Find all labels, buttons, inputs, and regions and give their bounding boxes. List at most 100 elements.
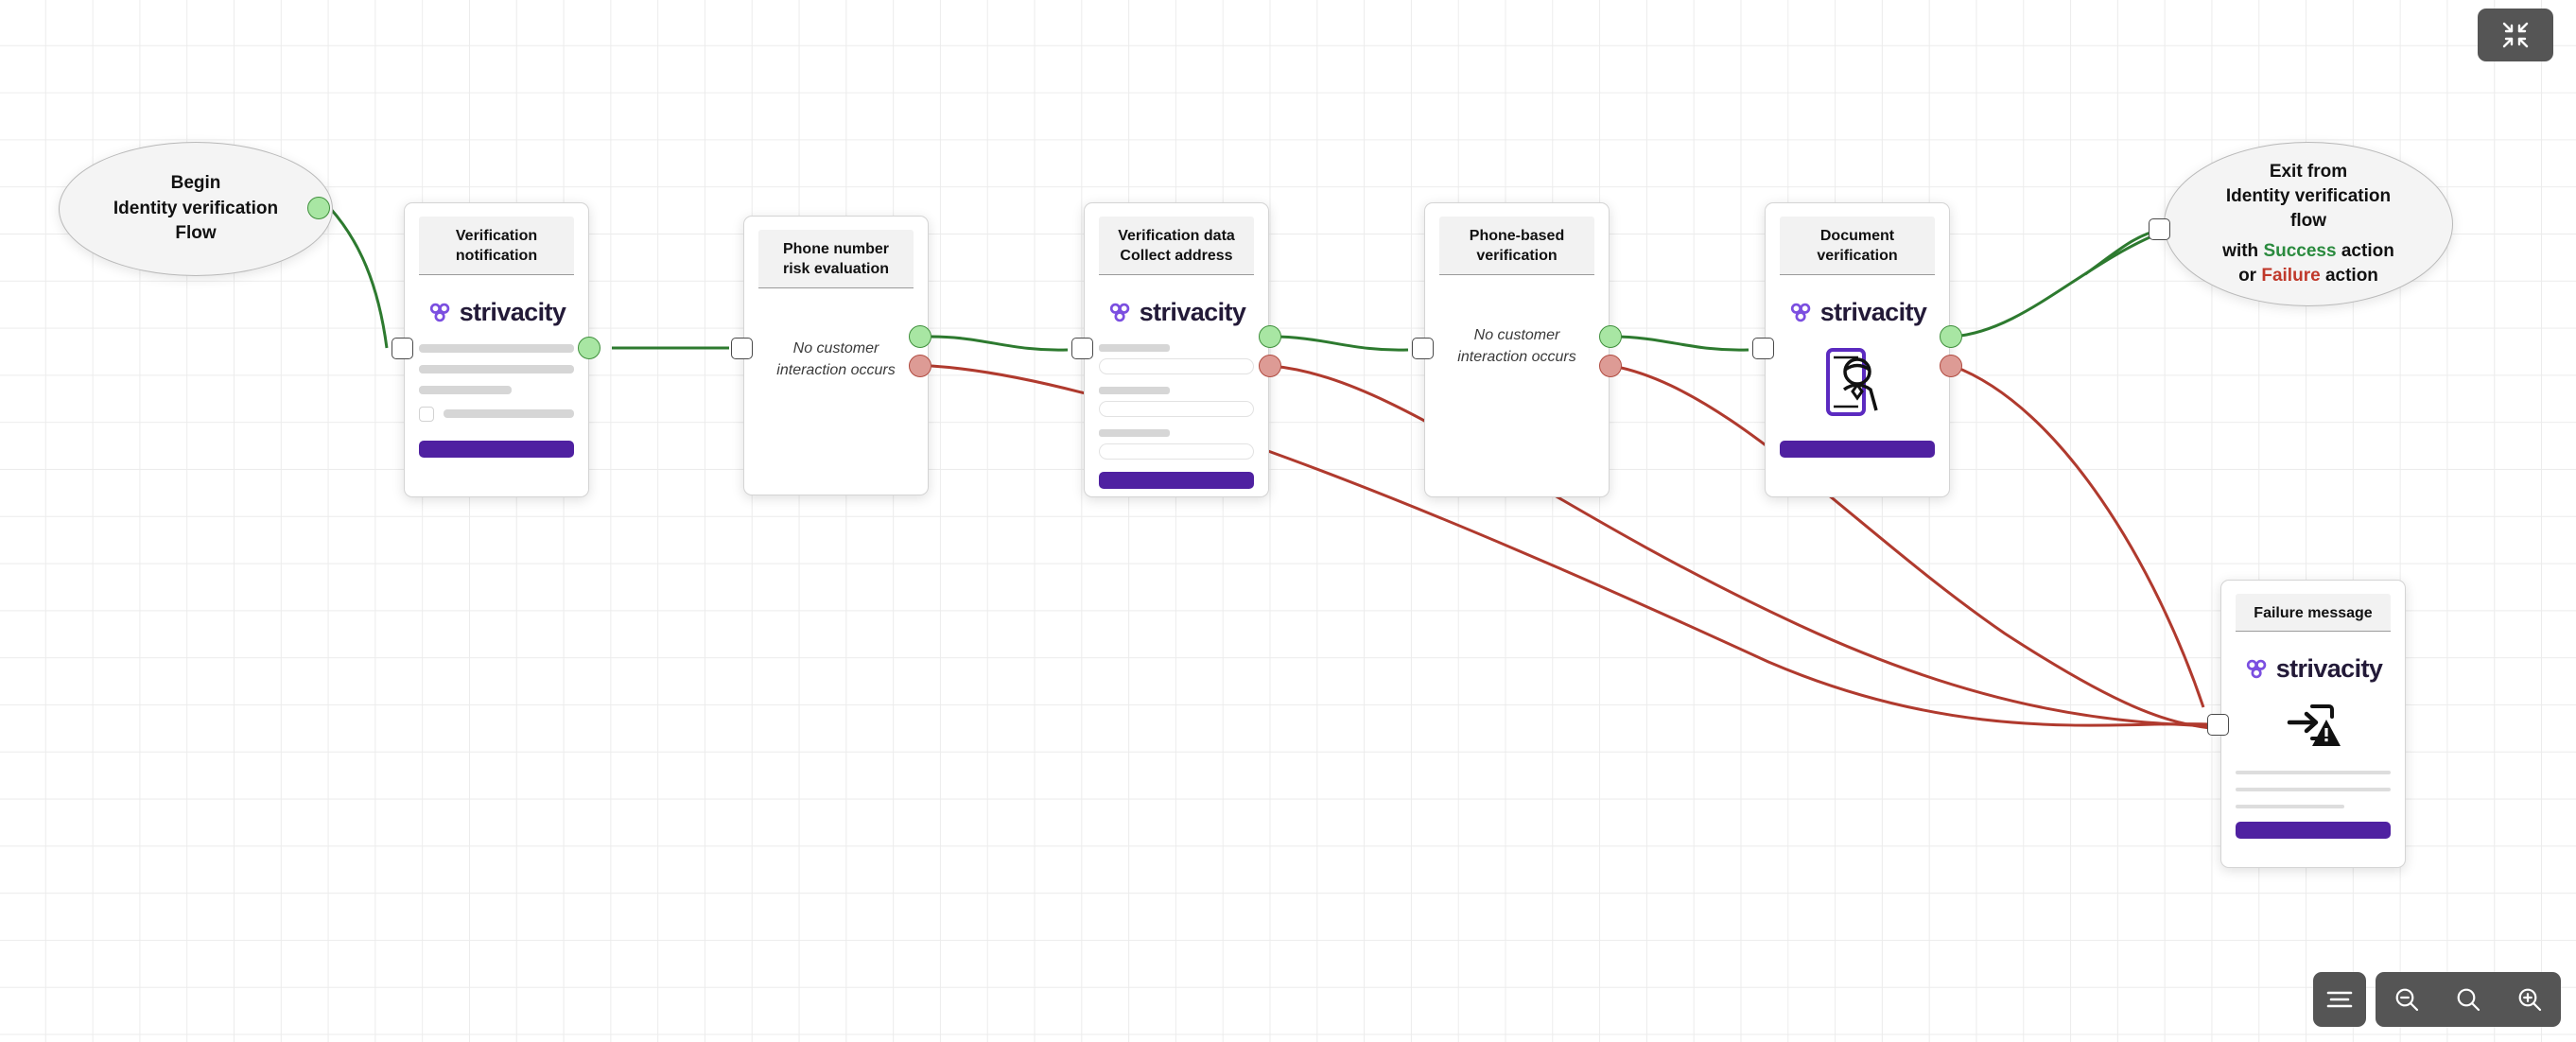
node-document-verification-title: Document verification xyxy=(1780,217,1935,275)
strivacity-logo-mark xyxy=(429,303,449,321)
strivacity-logo-text: strivacity xyxy=(2275,654,2383,684)
exit-node-success-action: with Success action xyxy=(2222,239,2394,264)
title-line-1: Phone number xyxy=(782,241,889,257)
strivacity-logo-mark xyxy=(1109,303,1129,321)
exit-node-line-1: Exit from xyxy=(2269,161,2348,182)
node-verification-data-collect-address-output-handle-success[interactable] xyxy=(1259,325,1281,348)
begin-node-line-2: Identity verification xyxy=(113,198,279,218)
exit-failure-label: Failure xyxy=(2261,266,2321,287)
begin-node-line-1: Begin xyxy=(170,172,221,193)
title-line-1: Verification data xyxy=(1118,228,1235,244)
node-verification-notification-output-handle-success[interactable] xyxy=(578,337,600,359)
node-phone-based-verification-output-handle-success[interactable] xyxy=(1599,325,1622,348)
primary-cta-button[interactable] xyxy=(2236,822,2391,840)
edge-begin-to-verification-notification xyxy=(328,207,389,349)
text-input-field[interactable] xyxy=(1099,443,1254,460)
node-verification-notification-input-handle[interactable] xyxy=(392,338,413,359)
primary-cta-button[interactable] xyxy=(1780,440,1935,458)
node-phone-number-risk-evaluation-output-handle-failure[interactable] xyxy=(909,355,931,377)
title-line-2: notification xyxy=(455,248,538,265)
skeleton-line xyxy=(2236,771,2391,775)
node-phone-number-risk-evaluation-title: Phone number risk evaluation xyxy=(758,230,914,288)
zoom-out-button[interactable] xyxy=(2376,972,2438,1027)
edge-verification-data-success-to-phone-based xyxy=(1271,335,1409,352)
fullscreen-toggle-button[interactable] xyxy=(2478,9,2553,61)
node-document-verification[interactable]: Document verification strivacity xyxy=(1765,202,1950,497)
exit-action-suffix: action xyxy=(2320,266,2378,287)
exit-node-failure-action: or Failure action xyxy=(2238,264,2378,288)
node-verification-notification[interactable]: Verification notification strivacity xyxy=(404,202,589,497)
node-phone-based-verification[interactable]: Phone-based verification No customer int… xyxy=(1424,202,1610,497)
skeleton-line xyxy=(419,343,574,353)
field-label xyxy=(1099,386,1171,394)
exit-node-input-handle[interactable] xyxy=(2149,218,2170,240)
node-failure-message-input-handle[interactable] xyxy=(2207,714,2229,736)
node-failure-message[interactable]: Failure message strivacity xyxy=(2220,580,2406,868)
node-failure-message-title: Failure message xyxy=(2236,594,2391,633)
node-document-verification-input-handle[interactable] xyxy=(1752,338,1774,359)
edge-phone-based-success-to-document-verification xyxy=(1611,335,1749,352)
node-verification-notification-body: strivacity xyxy=(419,275,574,458)
node-phone-number-risk-evaluation-input-handle[interactable] xyxy=(731,338,753,359)
note-line-1: No customer xyxy=(1473,326,1560,343)
edge-document-verification-success-to-exit xyxy=(1952,230,2164,339)
field-label xyxy=(1099,428,1171,437)
title-line-1: Phone-based xyxy=(1469,228,1565,244)
skeleton-line xyxy=(419,364,574,373)
strivacity-logo-text: strivacity xyxy=(1139,297,1246,326)
node-document-verification-body: strivacity xyxy=(1780,275,1935,458)
no-interaction-note: No customer interaction occurs xyxy=(1439,324,1594,368)
skeleton-line xyxy=(444,409,574,419)
zoom-in-icon xyxy=(2518,988,2542,1012)
exit-action-prefix: with xyxy=(2222,241,2264,262)
node-phone-based-verification-input-handle[interactable] xyxy=(1412,338,1434,359)
checkbox-row[interactable] xyxy=(419,406,574,422)
zoom-fit-button[interactable] xyxy=(2438,972,2499,1027)
edge-verification-data-failure-to-failure-message xyxy=(1271,364,2211,728)
exit-node-line-3: flow xyxy=(2290,210,2326,231)
zoom-in-button[interactable] xyxy=(2499,972,2561,1027)
exit-action-or: or xyxy=(2238,266,2262,287)
node-verification-data-collect-address-output-handle-failure[interactable] xyxy=(1259,355,1281,377)
node-verification-data-collect-address[interactable]: Verification data Collect address striva… xyxy=(1084,202,1269,497)
no-interaction-note: No customer interaction occurs xyxy=(758,338,914,381)
checkbox-icon[interactable] xyxy=(419,406,434,422)
node-document-verification-output-handle-failure[interactable] xyxy=(1940,355,1962,377)
node-phone-based-verification-output-handle-failure[interactable] xyxy=(1599,355,1622,377)
node-verification-data-collect-address-input-handle[interactable] xyxy=(1071,338,1093,359)
begin-node-line-3: Flow xyxy=(175,223,217,244)
primary-cta-button[interactable] xyxy=(419,440,574,458)
title-line-1: Verification xyxy=(455,228,538,244)
strivacity-logo-text: strivacity xyxy=(459,297,566,326)
zoom-control-group[interactable] xyxy=(2376,972,2561,1027)
title-line-2: verification xyxy=(1476,248,1558,265)
skeleton-line xyxy=(419,385,513,394)
text-input-field[interactable] xyxy=(1099,357,1254,374)
exit-node[interactable]: Exit from Identity verification flow wit… xyxy=(2164,142,2453,306)
field-label xyxy=(1099,343,1171,352)
exit-action-mid: action xyxy=(2336,241,2394,262)
strivacity-logo: strivacity xyxy=(1780,297,1935,326)
menu-icon xyxy=(2326,991,2353,1008)
id-selfie-icon xyxy=(1780,344,1935,420)
exit-warning-icon xyxy=(2236,701,2391,750)
primary-cta-button[interactable] xyxy=(1099,471,1254,489)
title-line-2: verification xyxy=(1817,248,1898,265)
strivacity-logo-text: strivacity xyxy=(1819,297,1927,326)
text-input-field[interactable] xyxy=(1099,400,1254,417)
title-line-2: Collect address xyxy=(1120,248,1233,265)
exit-node-line-2: Identity verification xyxy=(2225,185,2392,206)
skeleton-line xyxy=(2236,805,2344,809)
node-phone-number-risk-evaluation-output-handle-success[interactable] xyxy=(909,325,931,348)
skeleton-line xyxy=(2236,788,2391,792)
edge-phone-risk-success-to-verification-data xyxy=(931,335,1069,352)
strivacity-logo-mark xyxy=(1790,303,1810,321)
begin-node[interactable]: Begin Identity verification Flow xyxy=(59,142,333,276)
node-document-verification-output-handle-success[interactable] xyxy=(1940,325,1962,348)
node-phone-number-risk-evaluation[interactable]: Phone number risk evaluation No customer… xyxy=(743,216,929,495)
strivacity-logo: strivacity xyxy=(1099,297,1254,326)
begin-node-output-handle[interactable] xyxy=(307,197,330,219)
menu-button[interactable] xyxy=(2313,972,2366,1027)
